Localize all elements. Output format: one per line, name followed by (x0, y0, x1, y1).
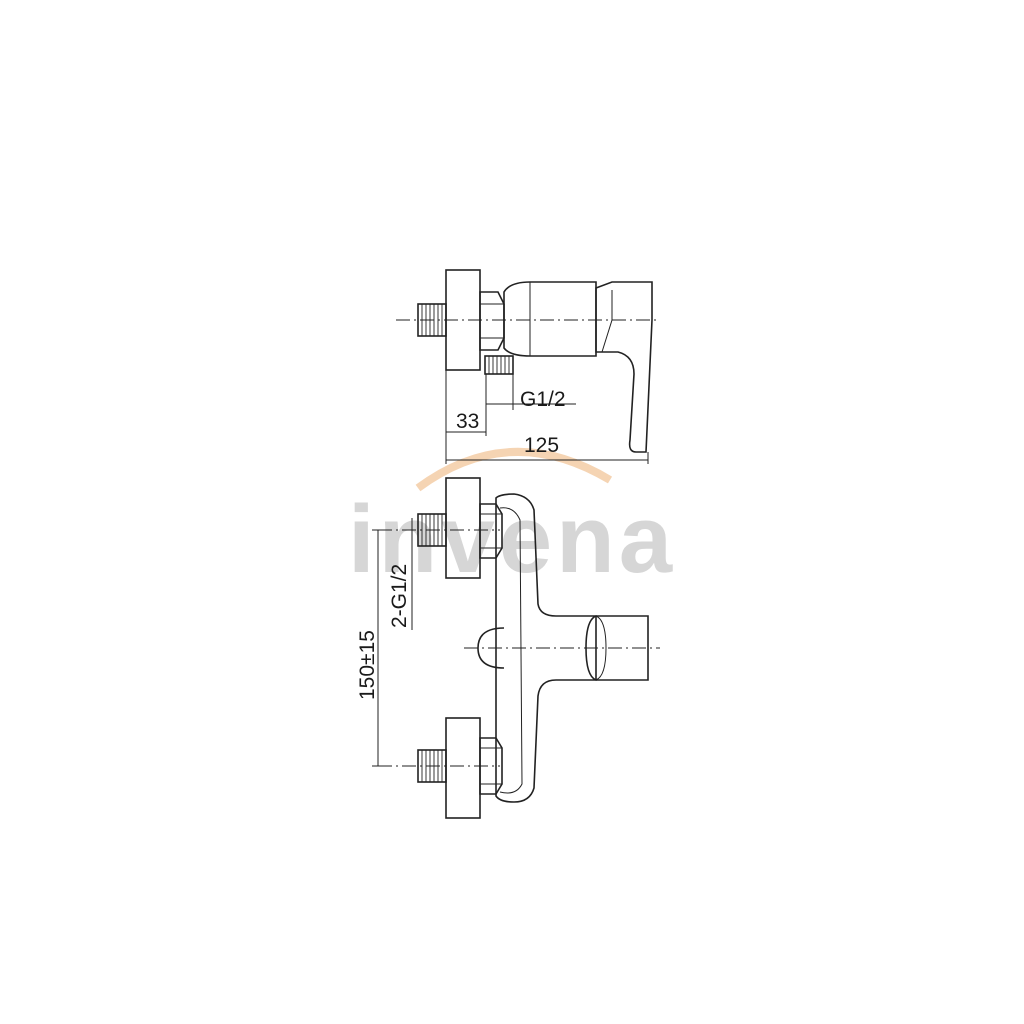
side-dim-g12-label: G1/2 (520, 388, 566, 411)
side-lever-edge (601, 290, 613, 353)
front-lever-edge (595, 615, 607, 681)
front-dim-150-label: 150±15 (356, 630, 379, 700)
watermark: invena (348, 447, 676, 593)
side-dim-125-label: 125 (524, 434, 559, 457)
front-lever-handle (585, 615, 649, 681)
side-mixer-body (503, 281, 597, 357)
watermark-text: invena (348, 486, 676, 593)
front-dim-g12-label: 2-G1/2 (388, 564, 411, 628)
side-hex-nut (479, 291, 505, 351)
side-dim-33-label: 33 (456, 410, 479, 433)
side-outlet-thread-lines (488, 356, 510, 374)
side-view: G1/2 33 125 (396, 269, 660, 464)
side-inlet-thread-lines (421, 304, 443, 336)
front-body-inner-edge (499, 507, 523, 794)
front-view: 2-G1/2 150±15 (356, 477, 660, 819)
side-lever-handle (595, 281, 653, 453)
watermark-arc (415, 447, 613, 492)
front-lower-flange (445, 717, 481, 819)
side-outlet-thread (484, 355, 514, 375)
